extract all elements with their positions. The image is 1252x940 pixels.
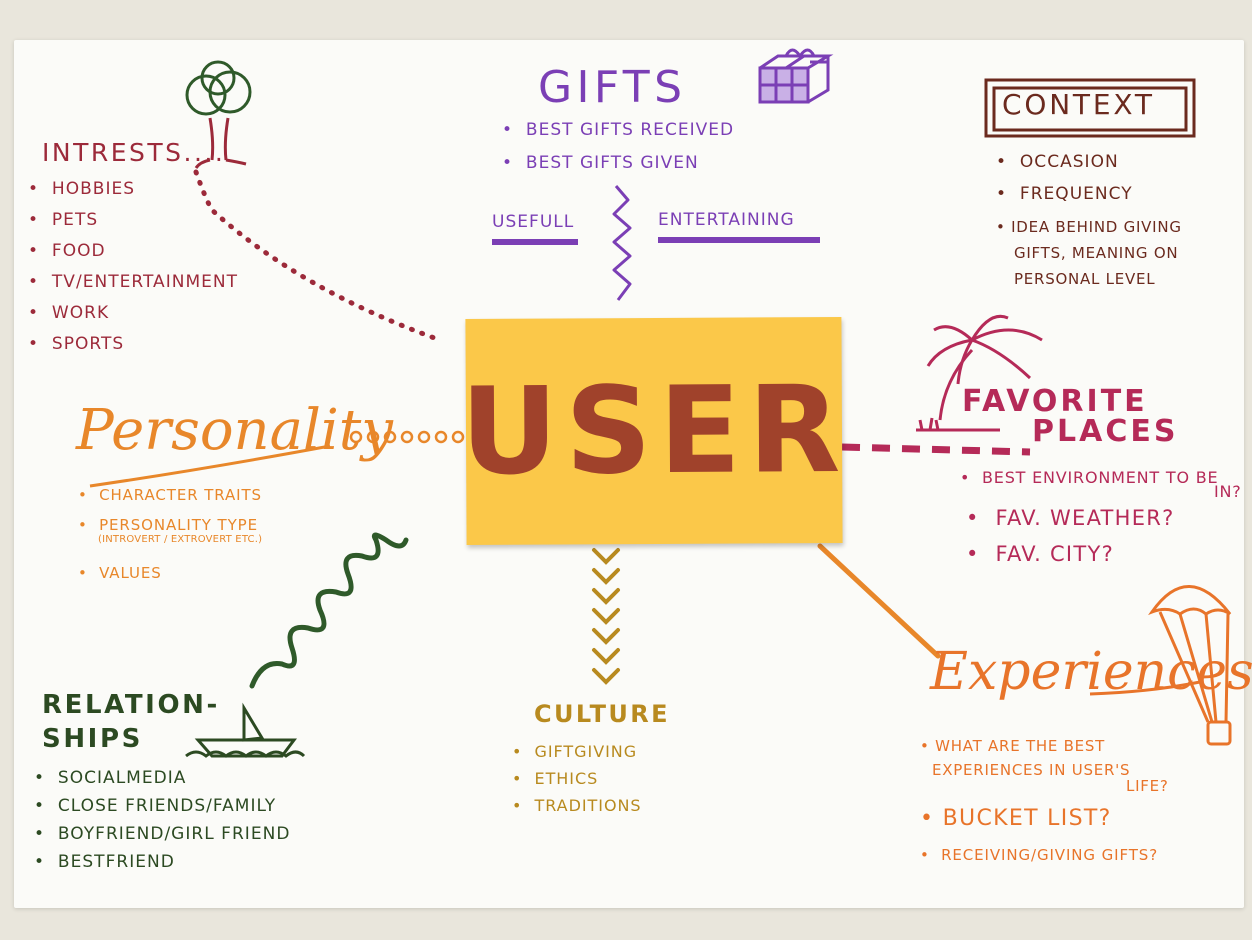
favorite-places-title-line2: PLACES [1032,414,1179,449]
entertaining-label: ENTERTAINING [658,210,795,230]
culture-item: GIFTGIVING [512,738,642,765]
relationships-item: CLOSE FRIENDS/FAMILY [34,792,290,820]
interests-title: INTRESTS.... [42,138,226,167]
gifts-title: GIFTS [538,62,687,113]
favorite-places-list: FAV. WEATHER? FAV. CITY? [966,500,1175,572]
culture-list: GIFTGIVING ETHICS TRADITIONS [512,738,642,819]
culture-title: CULTURE [534,700,670,728]
interests-item: TV/ENTERTAINMENT [28,267,238,298]
interests-item: WORK [28,298,238,329]
user-sticky-note: USER [460,317,848,545]
gift-box-icon [758,48,834,104]
relationships-item: SOCIALMEDIA [34,764,290,792]
context-item: OCCASION [996,146,1133,178]
favorite-places-item: FAV. CITY? [966,536,1175,572]
interests-item: FOOD [28,236,238,267]
personality-item: CHARACTER TRAITS [78,480,262,510]
interests-item: HOBBIES [28,174,238,205]
experiences-receiving-giving: • RECEIVING/GIVING GIFTS? [920,846,1159,864]
personality-values: • VALUES [78,564,162,582]
context-list: OCCASION FREQUENCY [996,146,1133,210]
user-label: USER [460,360,848,502]
experiences-question-line: • WHAT ARE THE BEST [920,737,1106,755]
gifts-zigzag-connector [612,185,632,301]
personality-title: Personality [76,398,393,463]
culture-chevron-connector [592,548,620,685]
context-idea-text: • IDEA BEHIND GIVING GIFTS, MEANING ON P… [996,214,1182,292]
personality-list: CHARACTER TRAITS PERSONALITY TYPE [78,480,262,540]
usefull-label: USEFULL [492,212,575,232]
favorite-places-env: • BEST ENVIRONMENT TO BE IN? [960,468,1242,502]
boat-icon [185,702,306,758]
experiences-question: • WHAT ARE THE BEST EXPERIENCES IN USER'… [920,734,1169,798]
personality-type-note: (INTROVERT / EXTROVERT ETC.) [98,534,263,545]
personality-circle-connector [349,430,465,444]
experiences-connector [817,543,941,659]
relationships-wavy-connector [249,532,409,689]
favorite-places-env-line: • BEST ENVIRONMENT TO BE [960,468,1219,487]
relationships-item: BOYFRIEND/GIRL FRIEND [34,820,290,848]
favorite-places-dashed-connector [841,443,1031,456]
context-idea-line: GIFTS, MEANING ON [1014,244,1179,262]
context-item: FREQUENCY [996,178,1133,210]
culture-item: ETHICS [512,765,642,792]
culture-item: TRADITIONS [512,792,642,819]
gifts-list: Best gifts received Best gifts given [502,114,734,180]
favorite-places-env-line: IN? [1214,482,1242,501]
palm-tree-icon [916,314,1043,432]
context-idea-line: PERSONAL LEVEL [1014,270,1156,288]
relationships-list: SOCIALMEDIA CLOSE FRIENDS/FAMILY BOYFRIE… [34,764,290,876]
interests-list: HOBBIES PETS FOOD TV/ENTERTAINMENT WORK … [28,174,238,360]
relationships-title-line2: SHIPS [42,724,143,754]
personality-item: PERSONALITY TYPE [78,510,262,540]
parachute-icon [1148,585,1232,746]
context-frame [984,78,1196,138]
tree-icon [185,60,252,169]
experiences-question-line: LIFE? [1126,777,1169,795]
context-title: CONTEXT [1002,88,1155,121]
interests-item: PETS [28,205,238,236]
relationships-item: BESTFRIEND [34,848,290,876]
favorite-places-item: FAV. WEATHER? [966,500,1175,536]
experiences-title: Experiences [930,642,1252,702]
favorite-places-title-line1: FAVORITE [962,384,1148,419]
experiences-question-line: EXPERIENCES IN USER'S [932,761,1131,779]
experiences-underline [1089,680,1201,696]
interests-item: SPORTS [28,329,238,360]
experiences-bucket-list: • BUCKET LIST? [920,806,1112,831]
context-idea-line: • IDEA BEHIND GIVING [996,218,1182,236]
gifts-item: Best gifts given [502,147,734,180]
relationships-title-line1: RELATION- [42,690,220,720]
gifts-item: Best gifts received [502,114,734,147]
